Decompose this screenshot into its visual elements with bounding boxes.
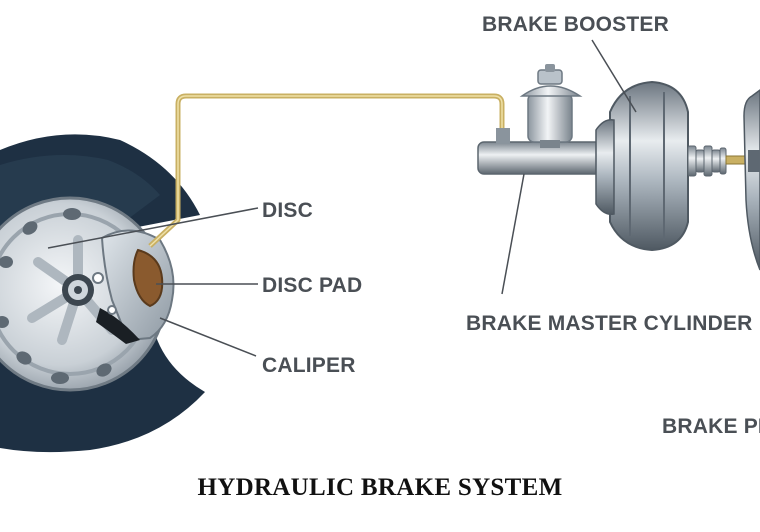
leader-master-cylinder bbox=[501, 173, 525, 295]
label-brake-pedal: BRAKE PE bbox=[662, 415, 760, 438]
brake-booster bbox=[595, 80, 751, 252]
label-disc-pad: DISC PAD bbox=[262, 274, 362, 297]
brake-pedal bbox=[743, 89, 760, 271]
leader-caliper bbox=[159, 317, 257, 357]
caliper-assembly bbox=[92, 229, 175, 344]
brake-fluid-line bbox=[148, 93, 505, 248]
leader-lines bbox=[47, 39, 637, 357]
label-brake-booster: BRAKE BOOSTER bbox=[482, 13, 669, 36]
label-disc: DISC bbox=[262, 199, 313, 222]
diagram-caption: HYDRAULIC BRAKE SYSTEM bbox=[197, 474, 563, 501]
disc-pad-shape bbox=[132, 248, 164, 308]
leader-brake-booster bbox=[591, 39, 637, 113]
leader-disc bbox=[47, 207, 259, 249]
booster-housing bbox=[609, 80, 689, 252]
booster-bellows bbox=[687, 145, 727, 177]
label-brake-master-cylinder: BRAKE MASTER CYLINDER bbox=[466, 312, 753, 335]
label-caliper: CALIPER bbox=[262, 354, 356, 377]
wheel bbox=[0, 134, 205, 453]
fluid-reservoir bbox=[519, 64, 583, 148]
master-cylinder bbox=[477, 64, 609, 175]
